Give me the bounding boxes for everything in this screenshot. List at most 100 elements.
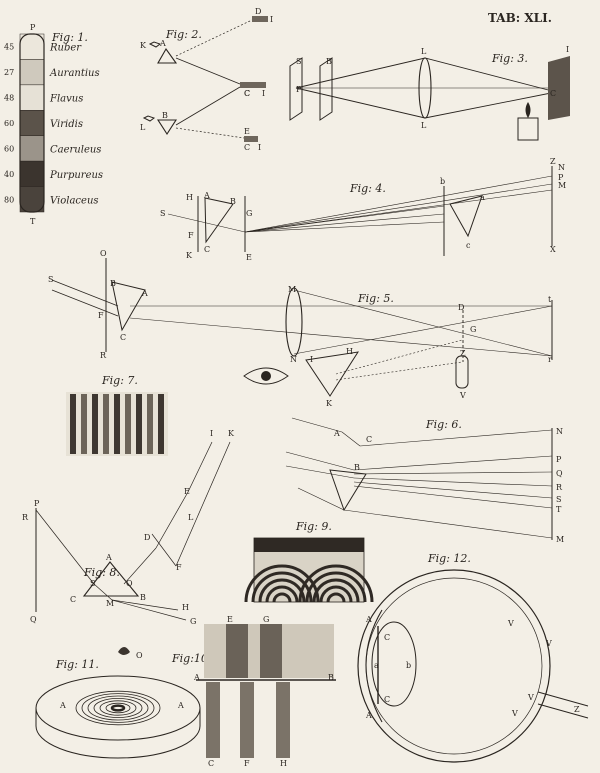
fig8-prism [82,561,140,597]
fig5-prism-hik [305,351,360,397]
fig1-band-number: 60 [4,119,14,128]
fig1-outline [19,33,45,213]
fig5-point-label: D [458,303,464,312]
fig5-point-label: A [141,289,148,298]
fig12-point-label: V [507,619,514,628]
fig2-point-label: A [159,39,166,48]
fig12-point-label: A [365,615,372,624]
fig8-point-label: B [140,593,146,602]
fig12-point-label: C [384,695,390,704]
fig4-point-label: C [204,245,210,254]
fig1-band-number: 40 [4,170,14,179]
fig5-tube-zv [455,355,469,389]
fig1-band-name: Flavus [49,94,83,105]
fig6-point-label: N [556,427,563,436]
fig2-point-label: C [244,89,250,98]
fig6-point-label: M [556,535,564,544]
fig2-card-d [252,16,268,22]
fig10-point-label: F [244,759,250,768]
fig1-band [19,110,45,136]
fig3-flame-icon [525,102,531,118]
fig1-band [19,84,45,111]
fig10-pillar-h [276,682,290,758]
fig4-point-label: N [558,163,565,172]
plate-tab-label: TAB: XLI. [488,11,552,25]
fig8-point-label: Q [30,615,37,624]
fig5-point-label: O [100,249,107,258]
fig3-point-label: S [296,57,301,66]
fig11-title: Fig: 11. [55,658,99,671]
fig10-column-e [226,624,248,678]
fig10-pillar-c [206,682,220,758]
fig12-point-label: C [384,633,390,642]
fig10-point-label: A [193,673,200,682]
fig11-disc [35,675,201,741]
fig11-ring [81,693,155,723]
fig5-eye-pupil [261,371,271,381]
fig11-point-label: A [59,701,66,710]
fig3-point-label: P [296,85,302,94]
fig5-point-label: I [310,355,313,364]
fig2-title: Fig: 2. [165,28,202,41]
fig1-band-number: 45 [4,43,14,52]
fig8-point-label: F [176,563,182,572]
fig5-point-label: N [290,355,297,364]
fig7-stripe [158,394,164,454]
fig2-point-label: I [262,89,265,98]
fig4-point-label: P [558,173,564,182]
fig7-title: Fig: 7. [101,374,138,387]
fig6-point-label: R [556,483,563,492]
fig4-point-label: A [203,191,210,200]
fig9-arc [319,585,353,603]
fig11-ring [87,695,149,721]
fig7-stripe [70,394,76,454]
fig10-point-label: G [263,615,269,624]
fig7-stripe [81,394,87,454]
fig4-point-label: M [558,181,566,190]
fig5-title: Fig: 5. [357,292,394,305]
fig11-ring [93,698,143,719]
fig9-top-band [254,538,364,552]
fig9-arc [326,592,346,603]
fig12-eyeball [357,569,551,763]
fig7-stripe [103,394,109,454]
fig2-point-label: I [270,15,273,24]
fig3-point-label: B [326,57,332,66]
fig4-point-label: H [186,193,193,202]
fig12-point-label: a [374,661,379,670]
fig2-prism-b [156,119,178,136]
fig12-retina [365,577,543,755]
fig3-point-label: I [566,45,569,54]
fig5-point-label: V [459,391,466,400]
fig10-title: Fig:10. [171,652,211,665]
fig1-band [19,186,45,213]
fig6-title: Fig: 6. [425,418,462,431]
fig8-point-label: A [105,553,112,562]
fig4-title: Fig: 4. [349,182,386,195]
fig5-point-label: G [470,325,476,334]
fig7-stripe [147,394,153,454]
fig4-point-label: B [230,197,236,206]
fig5-point-label: B [110,279,116,288]
fig9-arc [312,578,360,603]
fig3-candle [517,117,539,141]
fig10-point-label: C [208,759,214,768]
fig6-prism [329,469,367,512]
fig5-point-label: R [100,351,107,360]
fig12-lens [371,621,417,707]
fig8-point-label: E [184,487,190,496]
fig5-point-label: Z [460,349,466,358]
fig12-title: Fig: 12. [427,552,471,565]
fig8-point-label: S [90,579,95,588]
fig9-arcs: Fig: 9. [244,520,374,603]
fig8-point-label: L [188,513,194,522]
fig2-point-label: B [162,111,168,120]
fig3-point-label: L [421,121,427,130]
fig5-point-label: S [48,275,53,284]
fig2-eye-icons [142,41,162,122]
